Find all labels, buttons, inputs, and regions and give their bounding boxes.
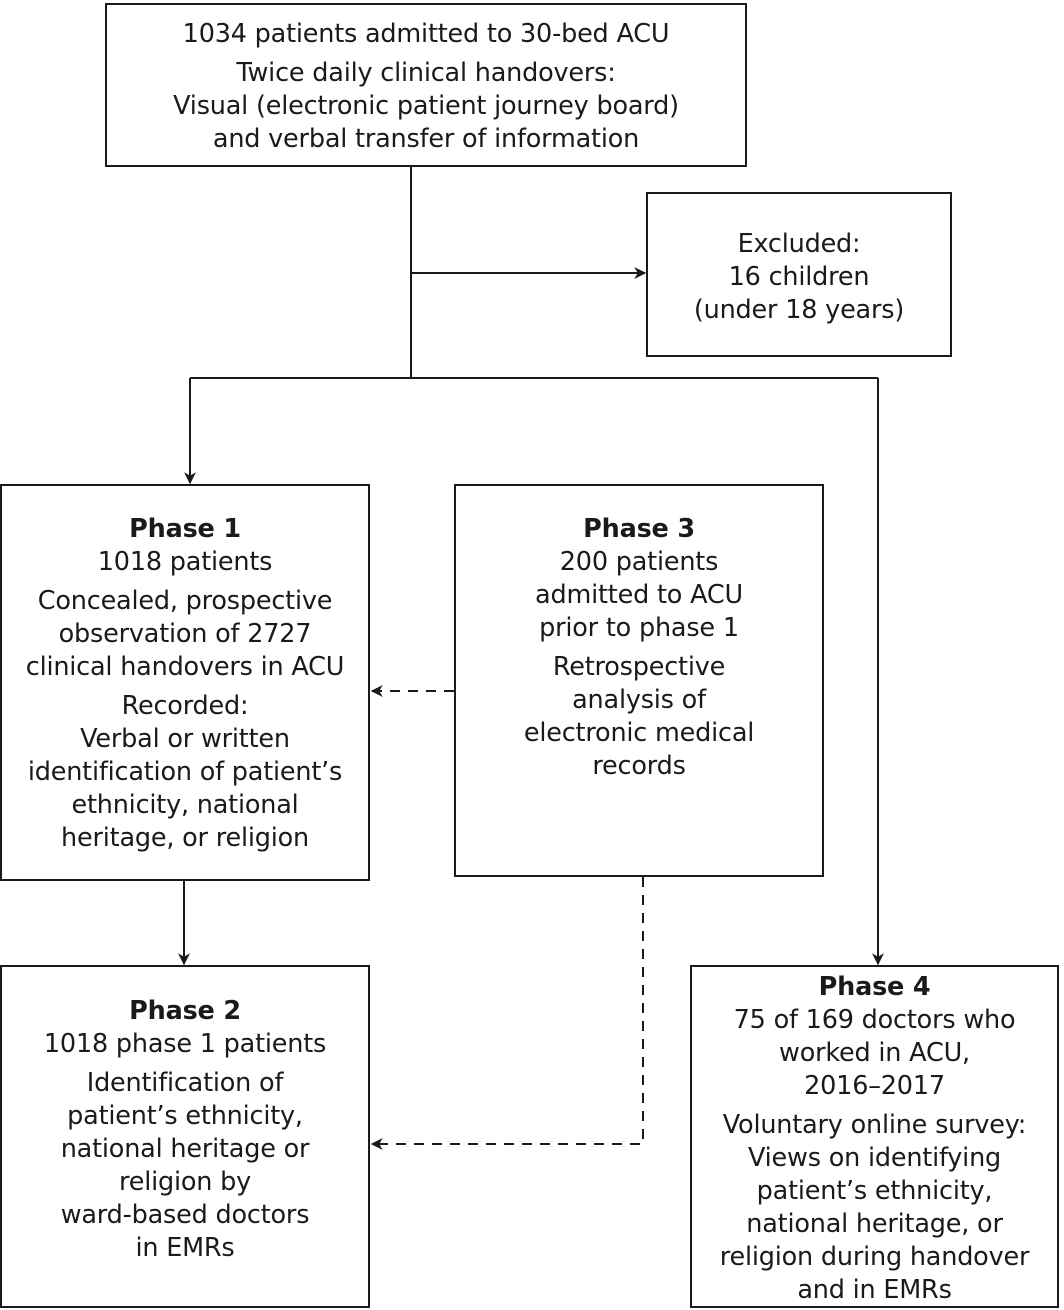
phase4-title: Phase 4 (818, 972, 931, 1002)
handover-line: Twice daily clinical handovers: (236, 58, 616, 88)
excluded-box: Excluded: 16 children (under 18 years) (646, 192, 952, 357)
phase4-survey: Voluntary online survey: Views on identi… (692, 1109, 1057, 1307)
phase2-detail-line: ward-based doctors (60, 1200, 310, 1230)
phase4-survey-line: and in EMRs (797, 1275, 952, 1305)
phase1-count: 1018 patients (97, 547, 273, 577)
phase3-count-line: admitted to ACU (535, 580, 743, 610)
phase3-analysis-line: Retrospective (552, 652, 726, 682)
phase4-survey-line: patient’s ethnicity, (756, 1176, 993, 1206)
phase3-title: Phase 3 (583, 514, 695, 544)
handover-line: Visual (electronic patient journey board… (173, 91, 679, 121)
excluded-line: Excluded: (737, 229, 861, 259)
dashed-arrow-phase3-to-phase2 (370, 877, 644, 1150)
phase3-analysis-line: records (592, 751, 686, 781)
phase4-survey-line: Views on identifying (747, 1143, 1002, 1173)
phase1-observation-line: clinical handovers in ACU (25, 652, 345, 682)
phase1-title: Phase 1 (129, 514, 241, 544)
phase1-recorded-line: Verbal or written (80, 724, 290, 754)
phase2-detail-line: patient’s ethnicity, (67, 1101, 303, 1131)
phase4-box: Phase 4 75 of 169 doctors who worked in … (690, 965, 1059, 1308)
phase2-detail-line: religion by (119, 1167, 251, 1197)
phase2-detail: Identification of patient’s ethnicity, n… (2, 1067, 368, 1265)
phase1-box: Phase 1 1018 patients Concealed, prospec… (0, 484, 370, 881)
phase4-count-line: worked in ACU, (779, 1038, 970, 1068)
admission-box: 1034 patients admitted to 30-bed ACU Twi… (105, 3, 747, 167)
phase3-analysis: Retrospective analysis of electronic med… (456, 651, 822, 783)
phase3-count-line: 200 patients (559, 547, 719, 577)
phase2-title: Phase 2 (129, 996, 241, 1026)
phase3-count-line: prior to phase 1 (539, 613, 739, 643)
phase1-recorded: Recorded: Verbal or written identificati… (2, 690, 368, 855)
phase3-analysis-line: analysis of (572, 685, 706, 715)
phase2-detail-line: in EMRs (135, 1233, 235, 1263)
phase4-survey-line: religion during handover (719, 1242, 1030, 1272)
phase3-box: Phase 3 200 patients admitted to ACU pri… (454, 484, 824, 877)
phase1-observation-line: observation of 2727 (58, 619, 312, 649)
phase1-recorded-line: Recorded: (121, 691, 249, 721)
phase1-observation: Concealed, prospective observation of 27… (2, 585, 368, 684)
handover-description: Twice daily clinical handovers: Visual (… (107, 57, 745, 156)
phase4-count-line: 2016–2017 (804, 1071, 945, 1101)
phase3-analysis-line: electronic medical (523, 718, 755, 748)
admission-count: 1034 patients admitted to 30-bed ACU (182, 19, 670, 49)
phase4-count-line: 75 of 169 doctors who (733, 1005, 1016, 1035)
phase2-box: Phase 2 1018 phase 1 patients Identifica… (0, 965, 370, 1308)
phase1-recorded-line: heritage, or religion (61, 823, 309, 853)
phase2-detail-line: national heritage or (60, 1134, 310, 1164)
phase2-detail-line: Identification of (86, 1068, 284, 1098)
phase1-recorded-line: ethnicity, national (71, 790, 299, 820)
phase2-count: 1018 phase 1 patients (43, 1029, 327, 1059)
phase4-survey-line: Voluntary online survey: (722, 1110, 1027, 1140)
phase4-survey-line: national heritage, or (746, 1209, 1003, 1239)
excluded-line: (under 18 years) (693, 295, 905, 325)
phase1-observation-line: Concealed, prospective (37, 586, 333, 616)
excluded-line: 16 children (728, 262, 870, 292)
phase1-recorded-line: identification of patient’s (27, 757, 343, 787)
handover-line: and verbal transfer of information (212, 124, 640, 154)
